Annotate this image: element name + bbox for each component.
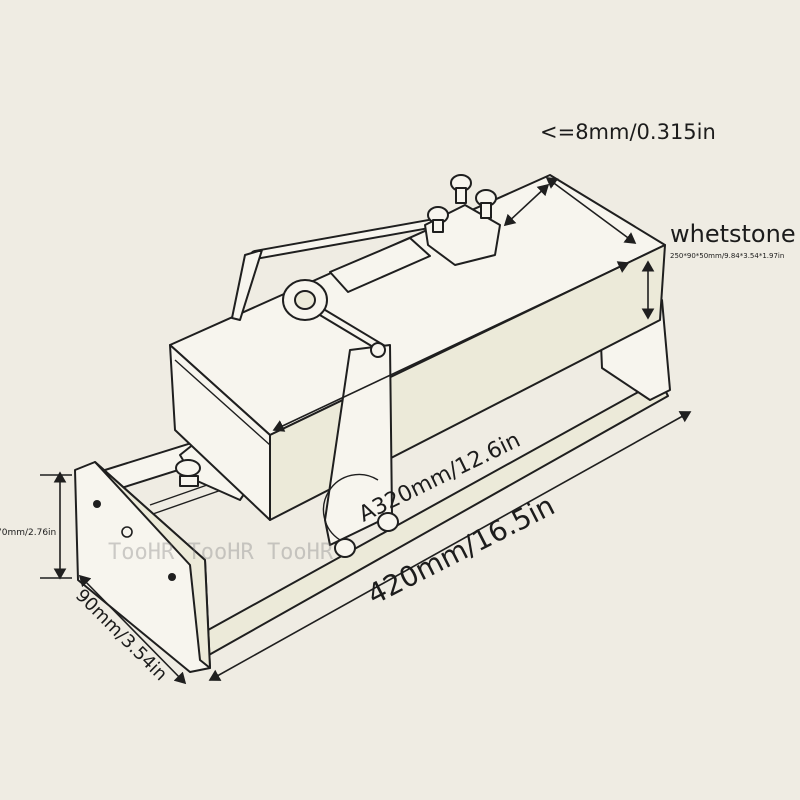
whetstone-width-arrow: [545, 177, 637, 244]
knife-clamp: [424, 174, 501, 266]
whetstone-length-arrow: [272, 261, 630, 432]
gap-label: <=8mm/0.315in: [540, 120, 716, 144]
length-dimension-arrow: [208, 411, 692, 681]
whetstone-size-label: 250*90*50mm/9.84*3.54*1.97in: [670, 252, 785, 260]
whetstone-label: whetstone: [670, 220, 796, 248]
watermark: TooHR TooHR TooHR: [108, 540, 334, 565]
width-dimension-arrow: [78, 574, 187, 685]
height-label: 70mm/2.76in: [0, 528, 57, 538]
gap-dimension-arrow: [503, 183, 550, 227]
